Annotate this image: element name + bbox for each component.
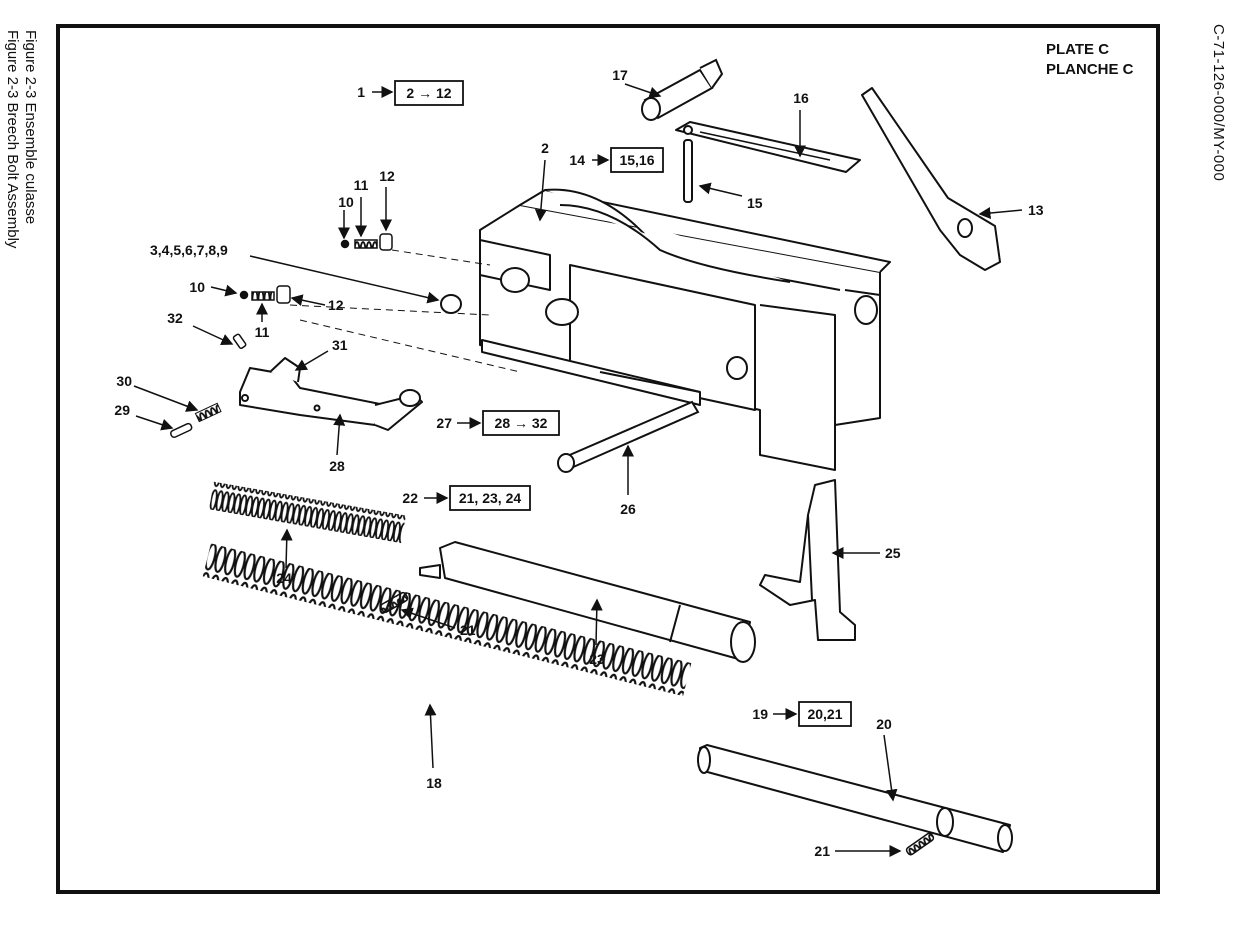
callout-13: 13 (1028, 202, 1044, 218)
lever-part-13 (861, 87, 1001, 271)
callout-1: 1 (357, 84, 365, 100)
group-box-22: 21, 23, 24 (449, 485, 531, 511)
slide-plate-part-16 (675, 121, 861, 173)
charging-handle-part-28 (239, 357, 423, 431)
callout-19: 19 (752, 706, 768, 722)
callout-labels: 1 2 3,4,5,6,7,8,9 10 11 12 10 11 12 13 1… (114, 67, 1043, 859)
roll-pin-part-21-lower (905, 832, 935, 856)
group-box-14: 15,16 (610, 147, 664, 173)
callout-22: 22 (402, 490, 418, 506)
pin-part-32 (232, 333, 247, 349)
callout-3-9: 3,4,5,6,7,8,9 (150, 242, 228, 258)
plate-title: PLATE C PLANCHE C (1046, 40, 1134, 80)
figure-caption-french: Figure 2-3 Ensemble culasse (22, 30, 39, 225)
spring-part-30 (194, 402, 222, 423)
main-spring-part-18 (202, 543, 692, 697)
callout-31: 31 (332, 337, 348, 353)
callout-26: 26 (620, 501, 636, 517)
callout-17: 17 (612, 67, 628, 83)
bracket-part-25 (759, 479, 856, 641)
assembly-dashed-lines (289, 249, 521, 373)
figure-caption: Figure 2-3 Breech Bolt Assembly Figure 2… (2, 30, 42, 330)
callout-12-lower: 12 (328, 297, 344, 313)
ball-spring-plunger-lower (239, 285, 291, 304)
figure-caption-english: Figure 2-3 Breech Bolt Assembly (4, 30, 21, 249)
callout-27: 27 (436, 415, 452, 431)
svg-text:15,16: 15,16 (619, 152, 654, 168)
diagram-frame (56, 24, 1160, 894)
pin-part-15 (683, 139, 693, 203)
callout-24: 24 (276, 570, 292, 586)
ball-spring-plunger-upper (340, 233, 393, 251)
svg-text:28 → 32: 28 → 32 (495, 415, 548, 431)
callout-16: 16 (793, 90, 809, 106)
svg-text:2 → 12: 2 → 12 (406, 85, 451, 101)
callout-18: 18 (426, 775, 442, 791)
callout-21-upper: 21 (460, 622, 476, 638)
callout-14: 14 (569, 152, 585, 168)
callout-12-upper: 12 (379, 168, 395, 184)
callout-10-upper: 10 (338, 194, 354, 210)
callout-28: 28 (329, 458, 345, 474)
plate-title-french: PLANCHE C (1046, 61, 1134, 78)
tube-part-20 (697, 744, 1013, 853)
callout-10-lower: 10 (189, 279, 205, 295)
washer-part-3-9 (440, 294, 462, 314)
group-box-1: 2 → 12 (394, 80, 464, 106)
spring-part-24 (209, 481, 406, 544)
callout-30: 30 (116, 373, 132, 389)
group-boxes: 2 → 12 15,16 28 → 32 21, 23, 24 20,21 (394, 80, 852, 727)
group-box-27: 28 → 32 (482, 410, 560, 436)
callout-32: 32 (167, 310, 183, 326)
leader-arrows (133, 83, 1023, 857)
callout-25: 25 (885, 545, 901, 561)
document-number: C-71-126-000/MY-000 (1210, 24, 1227, 182)
svg-text:21, 23, 24: 21, 23, 24 (459, 490, 521, 506)
pin-part-29 (169, 422, 193, 439)
callout-11-upper: 11 (354, 177, 369, 193)
stud-part-17 (641, 58, 724, 121)
callout-20: 20 (876, 716, 892, 732)
callout-2: 2 (541, 140, 549, 156)
callout-23: 23 (589, 651, 605, 667)
callout-29: 29 (114, 402, 130, 418)
svg-text:20,21: 20,21 (807, 706, 842, 722)
callout-21-lower: 21 (814, 843, 830, 859)
callout-11-lower: 11 (255, 324, 270, 340)
plate-title-english: PLATE C (1046, 41, 1110, 58)
pin-part-26 (557, 400, 700, 473)
callout-15: 15 (747, 195, 763, 211)
group-box-19: 20,21 (798, 701, 852, 727)
